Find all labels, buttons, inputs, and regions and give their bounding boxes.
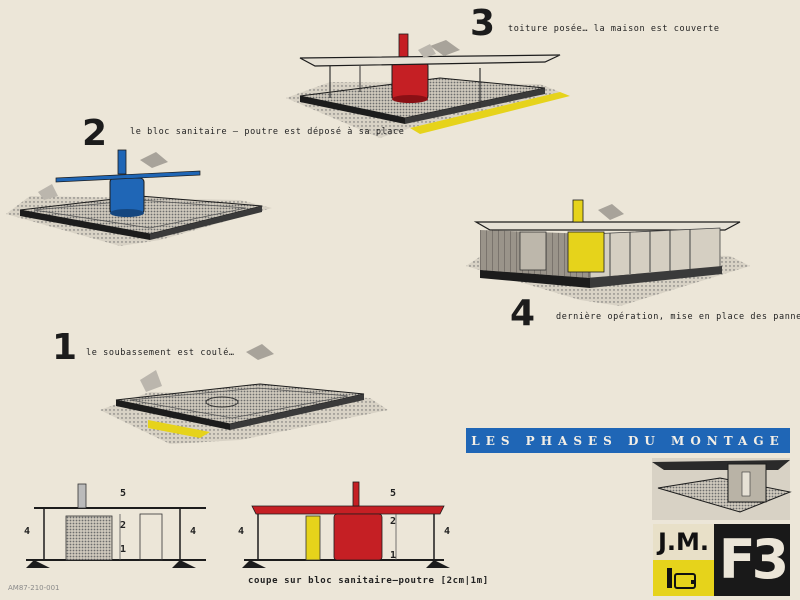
step3-caption: toiture posée… la maison est couverte [508, 24, 720, 34]
section-left-label-1: 1 [120, 544, 127, 555]
step1-caption: le soubassement est coulé… [86, 348, 235, 358]
section-caption: coupe sur bloc sanitaire–poutre [2cm|1m] [248, 576, 489, 586]
step3-drawing [286, 33, 570, 138]
step3-number: 3 [470, 3, 496, 44]
section-right-label-4b: 4 [444, 526, 451, 537]
step2-caption: le bloc sanitaire – poutre est déposé à … [130, 127, 405, 137]
step4-drawing [466, 199, 750, 306]
section-right-label-5: 5 [390, 488, 397, 499]
model-photo [652, 458, 792, 520]
section-left-label-4b: 4 [190, 526, 197, 537]
section-left [26, 483, 206, 568]
step1-number: 1 [52, 327, 78, 368]
section-left-label-2: 2 [120, 520, 127, 531]
section-left-label-4a: 4 [24, 526, 31, 537]
logo-mark-icon [667, 568, 696, 589]
archive-stamp: AM87-210-001 [8, 584, 60, 592]
logo-initials: J.M. [653, 524, 714, 560]
step4-number: 4 [510, 293, 536, 334]
section-right-label-1: 1 [390, 550, 397, 561]
step4-caption: dernière opération, mise en place des pa… [556, 312, 800, 322]
step1-drawing [100, 344, 388, 444]
section-left-label-5: 5 [120, 488, 127, 499]
section-right [242, 481, 450, 568]
title-banner: LES PHASES DU MONTAGE [466, 428, 790, 453]
logo-yellow-block [653, 560, 714, 596]
section-right-label-2: 2 [390, 516, 397, 527]
step2-drawing [6, 149, 272, 246]
logo-model: F3 [714, 524, 790, 596]
section-right-label-4a: 4 [238, 526, 245, 537]
step2-number: 2 [82, 113, 108, 154]
